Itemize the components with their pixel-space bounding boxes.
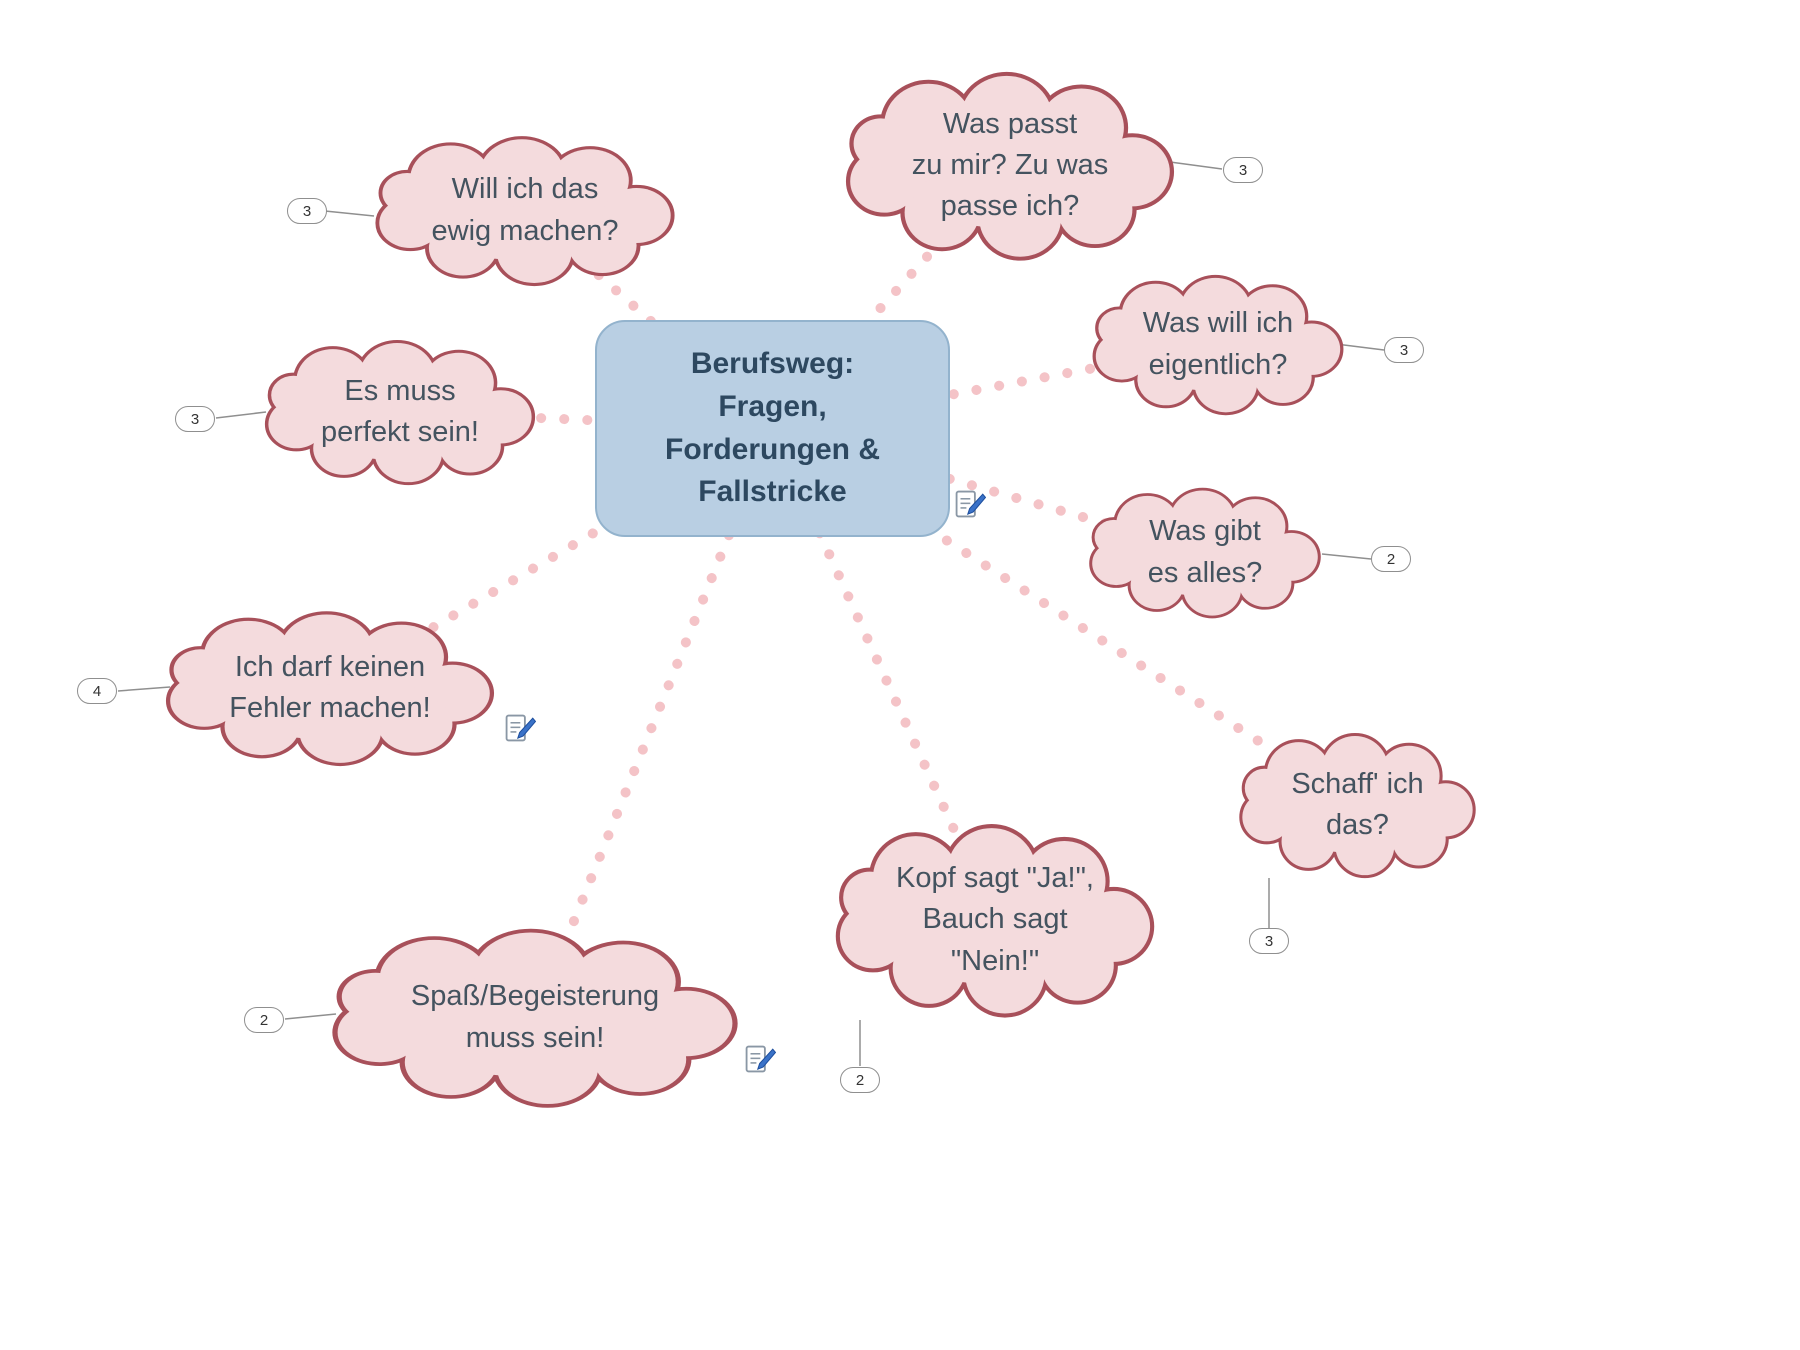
cloud-label: Schaff' ich das? <box>1291 767 1424 841</box>
cloud-node-perfekt[interactable]: Es muss perfekt sein! <box>260 337 540 487</box>
central-topic-line: Berufsweg: <box>690 347 855 381</box>
central-topic-line: Fallstricke <box>698 475 847 509</box>
badge-ewig-machen[interactable]: 3 <box>287 198 327 224</box>
note-icon[interactable] <box>742 1043 776 1075</box>
cloud-node-was-gibt-es[interactable]: Was gibt es alles? <box>1085 485 1325 620</box>
badge-kein-fehler[interactable]: 4 <box>77 678 117 704</box>
cloud-node-ewig-machen[interactable]: Will ich das ewig machen? <box>370 133 680 288</box>
cloud-node-kein-fehler[interactable]: Ich darf keinen Fehler machen! <box>160 608 500 768</box>
cloud-node-was-passt[interactable]: Was passt zu mir? Zu was passe ich? <box>840 68 1180 263</box>
badge-kopf-bauch[interactable]: 2 <box>840 1067 880 1093</box>
cloud-label: Will ich das ewig machen? <box>431 173 619 247</box>
central-topic-line: Fragen, <box>718 389 827 423</box>
cloud-label: Was passt zu mir? Zu was passe ich? <box>911 107 1109 223</box>
cloud-label: Spaß/Begeisterung muss sein! <box>410 980 660 1054</box>
badge-schaff-ich-das[interactable]: 3 <box>1249 928 1289 954</box>
cloud-node-kopf-bauch[interactable]: Kopf sagt "Ja!", Bauch sagt "Nein!" <box>830 820 1160 1020</box>
cloud-node-was-will-ich[interactable]: Was will ich eigentlich? <box>1088 272 1348 417</box>
badge-connector-lines <box>117 161 1385 1066</box>
cloud-node-spass[interactable]: Spaß/Begeisterung muss sein! <box>325 925 745 1110</box>
central-topic-node[interactable]: Berufsweg: Fragen, Forderungen & Fallstr… <box>595 320 950 537</box>
note-icon[interactable] <box>502 712 536 744</box>
central-topic-line: Forderungen & <box>665 432 880 466</box>
badge-was-will-ich[interactable]: 3 <box>1384 337 1424 363</box>
badge-spass[interactable]: 2 <box>244 1007 284 1033</box>
cloud-label: Was will ich eigentlich? <box>1142 307 1294 381</box>
cloud-label: Kopf sagt "Ja!", Bauch sagt "Nein!" <box>896 862 1094 977</box>
badge-perfekt[interactable]: 3 <box>175 406 215 432</box>
cloud-label: Was gibt es alles? <box>1147 515 1263 589</box>
badge-was-gibt-es[interactable]: 2 <box>1371 546 1411 572</box>
cloud-node-schaff-ich-das[interactable]: Schaff' ich das? <box>1235 730 1480 880</box>
badge-was-passt[interactable]: 3 <box>1223 157 1263 183</box>
cloud-label: Ich darf keinen Fehler machen! <box>229 650 431 724</box>
note-icon[interactable] <box>952 488 986 520</box>
cloud-label: Es muss perfekt sein! <box>321 374 479 448</box>
